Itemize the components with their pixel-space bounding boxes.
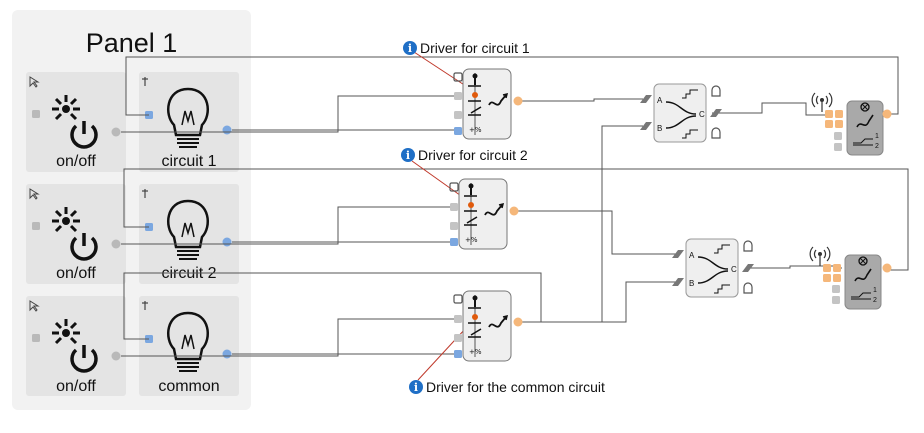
info-icon: i [409, 380, 423, 394]
panel-title: Panel 1 [85, 28, 178, 58]
callout-driver-common[interactable]: i Driver for the common circuit [409, 379, 605, 395]
callout-text: Driver for the common circuit [426, 379, 605, 395]
callout-driver-circuit-1[interactable]: i Driver for circuit 1 [403, 40, 530, 56]
driver-block[interactable] [449, 178, 519, 250]
selector-output: C [699, 110, 705, 119]
selector-input-b: B [657, 124, 662, 133]
info-icon: i [401, 148, 415, 162]
light-label: circuit 1 [161, 153, 217, 170]
wire [121, 56, 909, 357]
callout-driver-circuit-2[interactable]: i Driver for circuit 2 [401, 147, 528, 163]
selector-input-a: A [689, 251, 695, 260]
output-level-2: 2 [875, 143, 879, 150]
selector-output: C [731, 265, 737, 274]
selector-block[interactable]: A B C [640, 83, 722, 143]
switch-label: on/off [56, 378, 96, 395]
info-icon: i [403, 41, 417, 55]
output-level-1: 1 [875, 133, 879, 140]
switch-tile-1[interactable]: on/off [26, 72, 126, 172]
selector-input-a: A [657, 96, 663, 105]
callout-text: Driver for circuit 2 [418, 147, 528, 163]
light-bulb-icon [166, 87, 210, 373]
driver-block[interactable] [453, 68, 523, 140]
switch-label: on/off [56, 265, 96, 282]
light-label: common [158, 378, 220, 395]
tile-port [32, 110, 232, 361]
output-block[interactable]: 1 2 [809, 246, 892, 310]
output-level-1: 1 [873, 287, 877, 294]
switch-tile-2[interactable]: on/off [26, 184, 126, 284]
switch-tile-3[interactable]: on/off [26, 296, 126, 396]
output-level-2: 2 [873, 297, 877, 304]
pin-icon [142, 77, 148, 310]
output-block[interactable]: 1 2 [811, 92, 892, 156]
cursor-icon [29, 76, 40, 312]
selector-input-b: B [689, 279, 694, 288]
switch-icon [50, 93, 98, 373]
selector-block[interactable]: A B C [672, 238, 754, 298]
driver-block[interactable] [453, 290, 523, 362]
switch-label: on/off [56, 153, 96, 170]
callout-text: Driver for circuit 1 [420, 40, 530, 56]
